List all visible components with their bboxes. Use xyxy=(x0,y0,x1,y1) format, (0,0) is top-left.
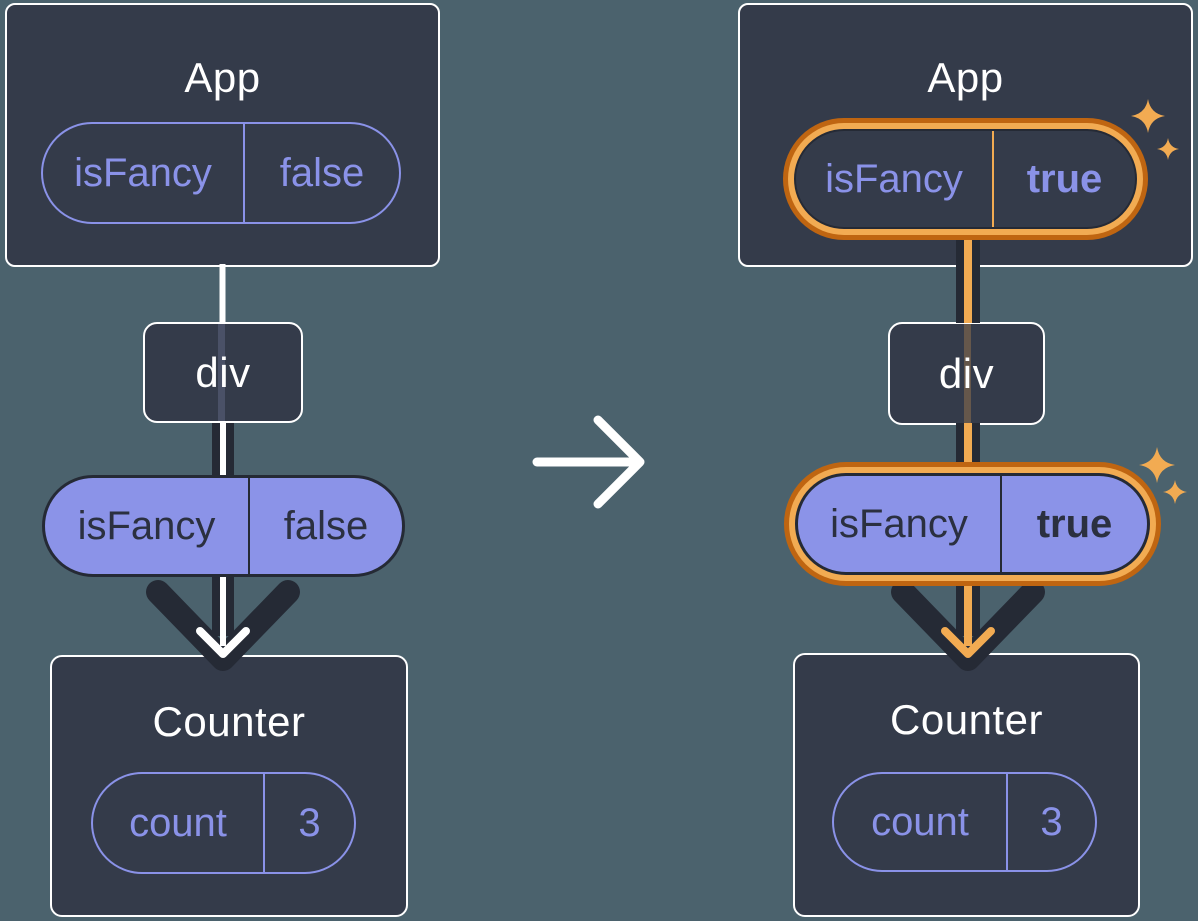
arrow-tip-icon xyxy=(941,627,995,658)
prop-pill-before: isFancy false xyxy=(42,475,405,577)
div-node-title: div xyxy=(938,349,995,397)
prop-pill-value: true xyxy=(1036,501,1113,546)
pill-divider xyxy=(243,124,245,222)
state-pill-label: isFancy xyxy=(74,150,212,195)
state-pill-value: false xyxy=(279,150,365,195)
state-pill-label: count xyxy=(129,800,227,845)
state-trace-line xyxy=(218,324,225,421)
pill-divider xyxy=(1000,476,1002,572)
div-node-title: div xyxy=(195,348,251,396)
prop-pill-label: isFancy xyxy=(830,501,968,546)
pill-divider xyxy=(248,478,250,574)
pill-divider xyxy=(263,774,265,872)
counter-state-pill-before: count 3 xyxy=(91,772,356,874)
counter-node-after: Counter count 3 xyxy=(793,653,1140,917)
prop-pill-label: isFancy xyxy=(77,503,216,548)
state-pill-value: true xyxy=(1026,156,1103,201)
arrow-down-icon xyxy=(891,580,1045,671)
counter-node-title: Counter xyxy=(152,698,306,745)
arrow-tip-icon xyxy=(196,627,250,658)
arrow-right-icon xyxy=(532,415,645,509)
prop-pill-after-highlighted: isFancy true xyxy=(795,473,1150,575)
pill-divider xyxy=(1006,774,1008,870)
state-trace-line xyxy=(964,324,971,423)
app-node-before: App isFancy false xyxy=(5,3,440,267)
app-node-title: App xyxy=(927,54,1004,101)
state-pill-value: 3 xyxy=(298,800,321,845)
prop-pill-value: false xyxy=(283,503,369,548)
app-node-after: App isFancy true xyxy=(738,3,1193,267)
state-pill-label: isFancy xyxy=(825,156,963,201)
pill-divider xyxy=(992,131,994,227)
app-state-pill-before: isFancy false xyxy=(41,122,401,224)
sparkle-icon xyxy=(1163,480,1187,504)
state-pill-label: count xyxy=(871,799,969,844)
app-node-title: App xyxy=(184,54,261,101)
arrow-head xyxy=(593,415,645,509)
app-state-pill-after-highlighted: isFancy true xyxy=(794,129,1137,229)
div-node-before: div xyxy=(143,322,303,423)
arrow-down-icon xyxy=(146,580,300,671)
counter-node-before: Counter count 3 xyxy=(50,655,408,917)
counter-state-pill-after: count 3 xyxy=(832,772,1097,872)
div-node-after: div xyxy=(888,322,1045,425)
state-pill-value: 3 xyxy=(1040,799,1063,844)
counter-node-title: Counter xyxy=(890,696,1043,743)
